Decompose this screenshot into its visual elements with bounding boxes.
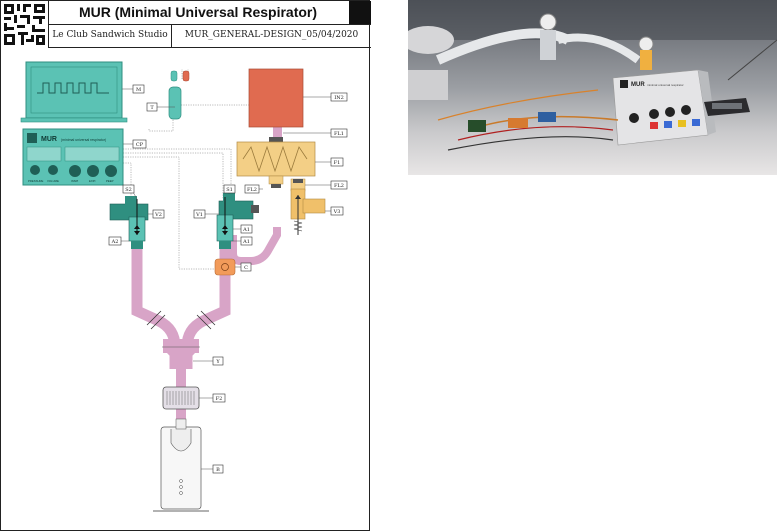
studio-name: Le Club Sandwich Studio: [52, 30, 168, 40]
patient-tubing: [131, 127, 282, 419]
balloon-b: [153, 418, 209, 512]
knob-label-inspi: INSPI: [71, 179, 79, 183]
label-s1: S1: [223, 184, 236, 194]
svg-text:C: C: [244, 265, 248, 271]
knob-label-pressure: PRESSURE: [28, 179, 44, 183]
label-transducer: T: [146, 102, 158, 112]
valve-v2: [109, 196, 149, 249]
svg-text:A1: A1: [242, 239, 250, 245]
knob-label-expi: EXPI: [89, 179, 96, 183]
label-monitor: M: [132, 84, 145, 94]
monitor: [20, 61, 128, 123]
qr-logo: [1, 1, 48, 48]
svg-text:V1: V1: [195, 212, 203, 218]
photo-device-sublabel: minimal universal respirator: [647, 83, 684, 87]
filter-f2: [162, 386, 200, 410]
control-box: MUR minimal universal respirator: [612, 69, 716, 146]
filter-f1: [236, 137, 316, 192]
wires: [437, 89, 619, 151]
svg-text:T: T: [150, 105, 154, 111]
svg-text:A1: A1: [242, 227, 250, 233]
label-s2: S2: [122, 184, 135, 194]
svg-text:S1: S1: [226, 187, 233, 193]
panel-subtitle: (minimal universal respirator): [61, 138, 106, 142]
knob-label-peep: PEEP: [106, 179, 114, 183]
title-block: MUR (Minimal Universal Respirator) Le Cl…: [1, 1, 371, 48]
title-corner-block: [349, 1, 371, 24]
label-f2: F2: [212, 393, 226, 403]
pressure-transducer: [168, 70, 190, 120]
label-f1: F1: [330, 157, 344, 167]
svg-text:V2: V2: [154, 212, 162, 218]
part-labels: M T CP IN2 FL1 F1 FL2 FL2 V3 S2 V2 S1 V1…: [108, 84, 348, 474]
respirator-diagram: MUR (minimal universal respirator) PRESS…: [20, 61, 348, 512]
studio-logo: [1, 1, 48, 48]
svg-text:F2: F2: [216, 396, 223, 402]
label-fl1: FL1: [330, 128, 348, 138]
gauge-right: [638, 36, 654, 70]
svg-text:FL2: FL2: [247, 187, 257, 193]
svg-text:F1: F1: [334, 160, 341, 166]
page-title: MUR (Minimal Universal Respirator): [78, 4, 318, 20]
svg-text:FL1: FL1: [334, 131, 344, 137]
label-a1-lower: A1: [240, 236, 253, 246]
label-control-panel: CP: [132, 139, 147, 149]
label-v2: V2: [152, 209, 165, 219]
label-source: IN2: [330, 92, 348, 102]
label-y-piece: Y: [212, 356, 224, 366]
valve-v3: [290, 188, 326, 235]
label-fl2: FL2: [244, 184, 260, 194]
label-v1: V1: [193, 209, 206, 219]
label-connector: C: [240, 262, 252, 272]
display-module: [704, 98, 750, 116]
svg-text:M: M: [136, 87, 141, 93]
svg-text:FL2: FL2: [334, 183, 344, 189]
prototype-photo: MUR minimal universal respirator: [408, 0, 777, 175]
panel-title: MUR: [41, 136, 57, 143]
leader-lines: [121, 88, 331, 470]
label-a2: A2: [108, 236, 122, 246]
svg-text:B: B: [216, 467, 220, 473]
design-sheet: MUR (Minimal Universal Respirator) Le Cl…: [0, 0, 371, 531]
svg-text:IN2: IN2: [334, 95, 344, 101]
label-fl2-right: FL2: [330, 180, 348, 190]
photo-device-label: MUR: [631, 82, 645, 88]
svg-text:Y: Y: [215, 359, 220, 365]
document-id-cell: MUR_GENERAL-DESIGN_05/04/2020: [172, 25, 371, 48]
label-v3: V3: [330, 206, 344, 216]
label-a1: A1: [240, 224, 253, 234]
control-panel: MUR (minimal universal respirator) PRESS…: [22, 128, 124, 186]
svg-text:A2: A2: [111, 239, 119, 245]
label-balloon: B: [212, 464, 224, 474]
document-id: MUR_GENERAL-DESIGN_05/04/2020: [184, 30, 359, 40]
svg-text:CP: CP: [136, 142, 144, 148]
studio-cell: Le Club Sandwich Studio: [48, 25, 172, 48]
title-cell: MUR (Minimal Universal Respirator): [48, 1, 371, 25]
knob-label-volume: VOLUME: [47, 179, 59, 183]
connector-c: [214, 258, 236, 276]
valve-v1: [216, 193, 259, 249]
gas-source: [248, 68, 304, 128]
gauge-left: [539, 13, 557, 60]
svg-text:S2: S2: [125, 187, 132, 193]
svg-text:V3: V3: [333, 209, 341, 215]
